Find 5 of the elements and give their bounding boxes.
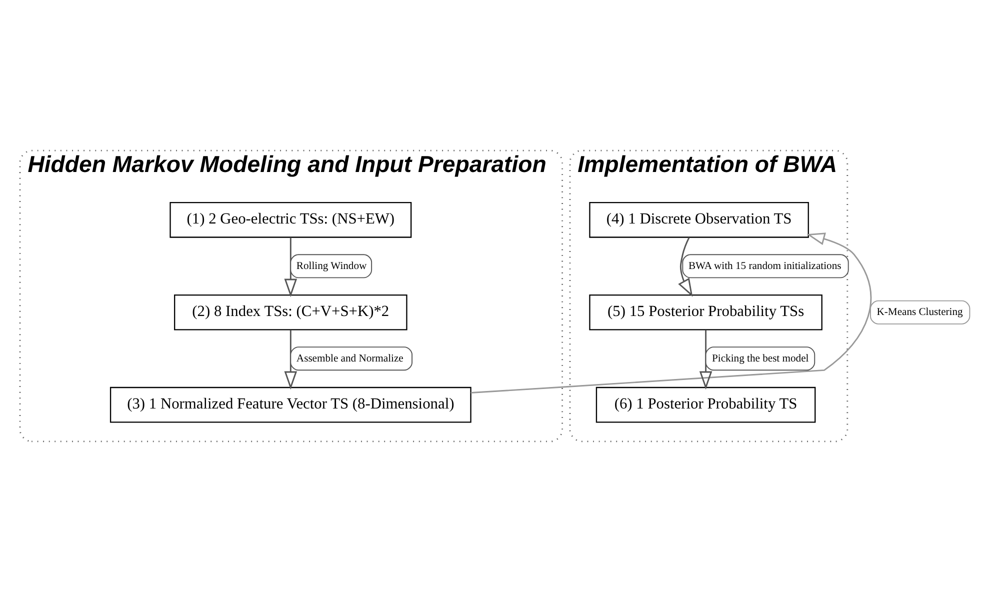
edge-label: Picking the best model: [712, 352, 809, 364]
edge-label: Rolling Window: [296, 260, 367, 272]
edge-label: K-Means Clustering: [876, 306, 963, 318]
edge-label: BWA with 15 random initializations: [688, 260, 842, 272]
edge-label: Assemble and Normalize: [296, 352, 404, 364]
